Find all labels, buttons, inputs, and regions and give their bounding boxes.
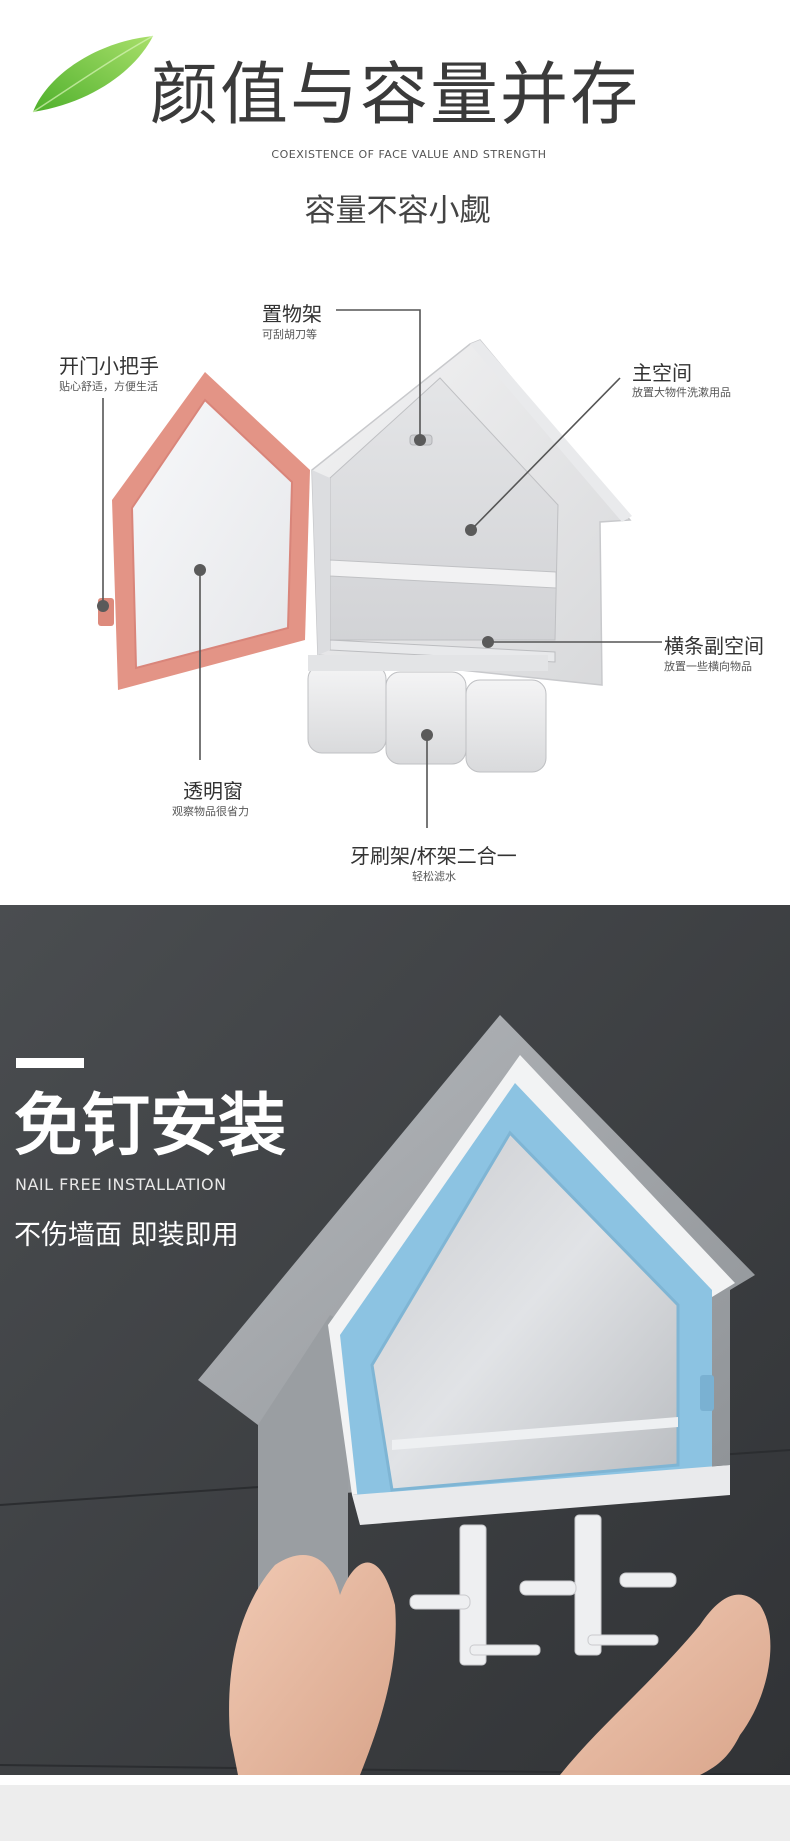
install-subtitle-cn: 不伤墙面 即装即用 bbox=[14, 1220, 239, 1251]
label-window: 透明窗 bbox=[183, 779, 243, 803]
label-handle-sub: 贴心舒适，方便生活 bbox=[59, 380, 158, 393]
next-section bbox=[0, 1785, 790, 1841]
label-main-space: 主空间 bbox=[632, 361, 692, 385]
install-section bbox=[0, 905, 790, 1775]
label-shelf: 置物架 bbox=[262, 302, 322, 326]
label-toothbrush: 牙刷架/杯架二合一 bbox=[350, 844, 517, 868]
leaf-icon bbox=[32, 35, 154, 113]
label-toothbrush-sub: 轻松滤水 bbox=[412, 870, 456, 883]
page-title: 颜值与容量并存 bbox=[150, 56, 641, 135]
capacity-section: 颜值与容量并存 COEXISTENCE OF FACE VALUE AND ST… bbox=[0, 0, 790, 905]
page-subtitle-cn: 容量不容小觑 bbox=[304, 193, 491, 229]
install-title: 免钉安装 bbox=[14, 1087, 287, 1166]
install-photo bbox=[0, 905, 790, 1775]
cabinet-body bbox=[311, 339, 632, 686]
label-handle: 开门小把手 bbox=[59, 354, 159, 378]
label-shelf-sub: 可刮胡刀等 bbox=[262, 328, 317, 341]
label-sub-space: 横条副空间 bbox=[664, 634, 764, 658]
label-main-space-sub: 放置大物件洗漱用品 bbox=[632, 386, 731, 399]
pink-door bbox=[98, 372, 310, 690]
callout-dots bbox=[97, 434, 494, 741]
label-sub-space-sub: 放置一些横向物品 bbox=[664, 660, 752, 673]
leader-lines bbox=[102, 309, 662, 828]
label-window-sub: 观察物品很省力 bbox=[172, 805, 249, 818]
cup-holders bbox=[307, 655, 548, 773]
page-subtitle-en: COEXISTENCE OF FACE VALUE AND STRENGTH bbox=[271, 148, 547, 161]
install-subtitle-en: NAIL FREE INSTALLATION bbox=[15, 1175, 227, 1194]
toothbrush-hooks bbox=[409, 1514, 677, 1666]
hands bbox=[229, 1555, 771, 1775]
accent-bar bbox=[16, 1058, 84, 1068]
product-diagram bbox=[97, 309, 662, 828]
